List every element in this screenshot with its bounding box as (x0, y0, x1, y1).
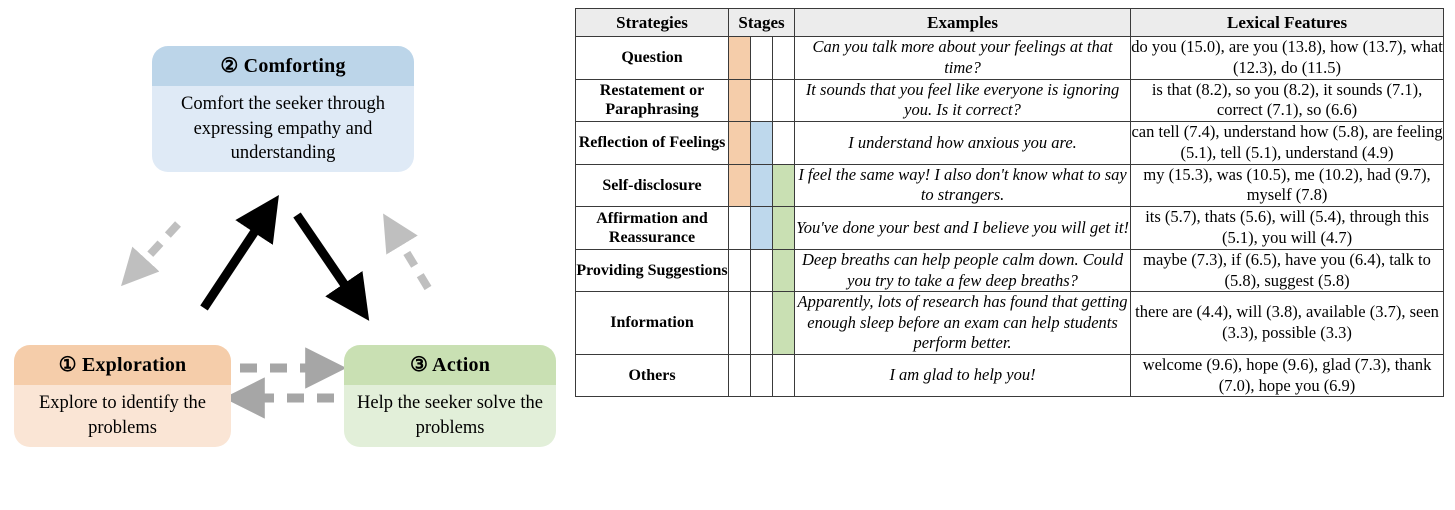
framework-diagram: ② Comforting Comfort the seeker through … (0, 0, 572, 510)
stage-marker-cell-2 (750, 206, 773, 250)
lexical-features-cell: welcome (9.6), hope (9.6), glad (7.3), t… (1130, 353, 1445, 398)
arrow-exploration-to-comforting (200, 194, 279, 311)
example-cell: I understand how anxious you are. (794, 121, 1132, 165)
stage-box-comforting-description: Comfort the seeker through expressing em… (152, 86, 414, 172)
stage-marker-cell-1 (728, 163, 751, 208)
strategy-name-cell: Affirmation and Reassurance (575, 206, 729, 250)
strategy-name-cell: Question (575, 36, 729, 80)
table-row: Others I am glad to help you!welcome (9.6… (575, 353, 1445, 398)
strategy-table: Strategies Stages Examples Lexical Featu… (575, 8, 1445, 398)
example-cell: Deep breaths can help people calm down. … (794, 248, 1132, 293)
column-header-strategies: Strategies (575, 8, 729, 37)
column-header-examples: Examples (794, 8, 1132, 37)
stage-marker-cell-3 (771, 291, 796, 355)
stage-marker-cell-1 (728, 248, 751, 293)
table-row: Question Can you talk more about your fee… (575, 36, 1445, 80)
example-cell: You've done your best and I believe you … (794, 206, 1132, 250)
arrow-comforting-to-exploration (121, 221, 181, 287)
lexical-features-cell: its (5.7), thats (5.6), will (5.4), thro… (1130, 206, 1445, 250)
table-row: Self-disclosure I feel the same way! I al… (575, 163, 1445, 208)
stage-marker-cell-2 (750, 78, 773, 123)
stage-marker-cell-3 (771, 353, 796, 398)
table-body: Question Can you talk more about your fee… (575, 36, 1445, 398)
strategy-name-cell: Providing Suggestions (575, 248, 729, 293)
lexical-features-cell: do you (15.0), are you (13.8), how (13.7… (1130, 36, 1445, 80)
lexical-features-cell: is that (8.2), so you (8.2), it sounds (… (1130, 78, 1445, 123)
lexical-features-cell: maybe (7.3), if (6.5), have you (6.4), t… (1130, 248, 1445, 293)
example-cell: I am glad to help you! (794, 353, 1132, 398)
stage-marker-cell-1 (728, 36, 751, 80)
strategy-table-wrapper: Strategies Stages Examples Lexical Featu… (575, 8, 1445, 498)
stage-box-action: ③ Action Help the seeker solve the probl… (344, 345, 556, 447)
stage-marker-cell-3 (771, 121, 796, 165)
table-row: Reflection of Feelings I understand how a… (575, 121, 1445, 165)
stage-marker-cell-1 (728, 121, 751, 165)
stage-marker-cell-1 (728, 291, 751, 355)
stage-marker-cell-1 (728, 78, 751, 123)
stage-box-action-description: Help the seeker solve the problems (344, 385, 556, 447)
lexical-features-cell: can tell (7.4), understand how (5.8), ar… (1130, 121, 1445, 165)
example-cell: I feel the same way! I also don't know w… (794, 163, 1132, 208)
stage-marker-cell-2 (750, 248, 773, 293)
stage-marker-cell-3 (771, 78, 796, 123)
table-row: Information Apparently, lots of research … (575, 291, 1445, 355)
column-header-lexical-features: Lexical Features (1130, 8, 1445, 37)
stage-marker-cell-2 (750, 353, 773, 398)
strategy-name-cell: Others (575, 353, 729, 398)
stage-marker-cell-3 (771, 248, 796, 293)
stage-marker-cell-2 (750, 291, 773, 355)
example-cell: It sounds that you feel like everyone is… (794, 78, 1132, 123)
arrow-action-to-comforting (383, 213, 432, 291)
stage-box-exploration-description: Explore to identify the problems (14, 385, 231, 447)
table-row: Restatement or Paraphrasing It sounds tha… (575, 78, 1445, 123)
stage-marker-cell-2 (750, 163, 773, 208)
table-header: Strategies Stages Examples Lexical Featu… (575, 8, 1445, 37)
stage-box-exploration: ① Exploration Explore to identify the pr… (14, 345, 231, 447)
example-cell: Apparently, lots of research has found t… (794, 291, 1132, 355)
stage-marker-cell-2 (750, 121, 773, 165)
stage-marker-cell-3 (771, 206, 796, 250)
strategy-name-cell: Reflection of Feelings (575, 121, 729, 165)
stage-marker-cell-2 (750, 36, 773, 80)
stage-marker-cell-3 (771, 36, 796, 80)
lexical-features-cell: my (15.3), was (10.5), me (10.2), had (9… (1130, 163, 1445, 208)
stage-box-comforting: ② Comforting Comfort the seeker through … (152, 46, 414, 172)
diagram-arrows (121, 194, 432, 419)
stage-marker-cell-1 (728, 353, 751, 398)
example-cell: Can you talk more about your feelings at… (794, 36, 1132, 80)
strategy-name-cell: Restatement or Paraphrasing (575, 78, 729, 123)
table-row: Affirmation and Reassurance You've done y… (575, 206, 1445, 250)
arrow-comforting-to-action (293, 212, 370, 321)
lexical-features-cell: there are (4.4), will (3.8), available (… (1130, 291, 1445, 355)
strategy-name-cell: Information (575, 291, 729, 355)
stage-marker-cell-3 (771, 163, 796, 208)
table-row: Providing Suggestions Deep breaths can he… (575, 248, 1445, 293)
stage-box-action-heading: ③ Action (344, 345, 556, 385)
table-header-row: Strategies Stages Examples Lexical Featu… (575, 8, 1445, 37)
stage-box-exploration-heading: ① Exploration (14, 345, 231, 385)
strategy-name-cell: Self-disclosure (575, 163, 729, 208)
stage-box-comforting-heading: ② Comforting (152, 46, 414, 86)
column-header-stages: Stages (727, 8, 796, 37)
stage-marker-cell-1 (728, 206, 751, 250)
